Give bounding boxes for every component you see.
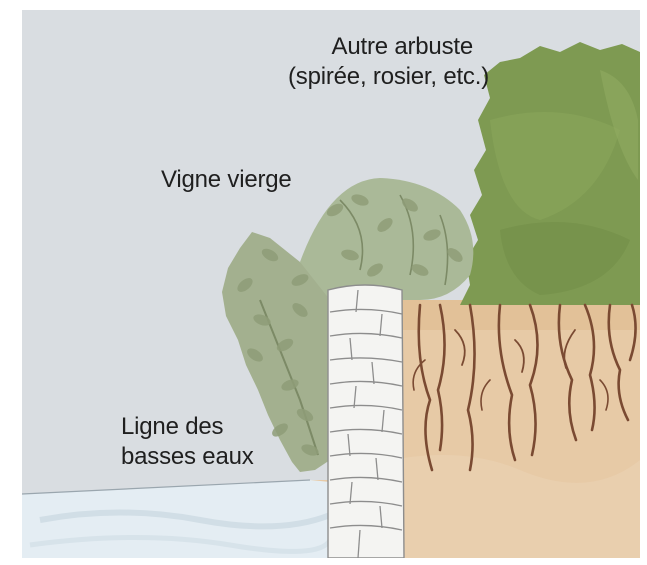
shrub-label-line2: (spirée, rosier, etc.) [288,62,489,92]
low-water-label: Ligne des basses eaux [121,412,254,472]
shrub-label-line1: Autre arbuste [272,32,473,62]
stone-wall [328,285,404,558]
vine-label: Vigne vierge [161,165,292,195]
low-water-label-line2: basses eaux [121,442,254,472]
shrub-label: Autre arbuste (spirée, rosier, etc.) [272,32,473,92]
vine-label-text: Vigne vierge [161,165,292,195]
low-water-label-line1: Ligne des [121,412,254,442]
